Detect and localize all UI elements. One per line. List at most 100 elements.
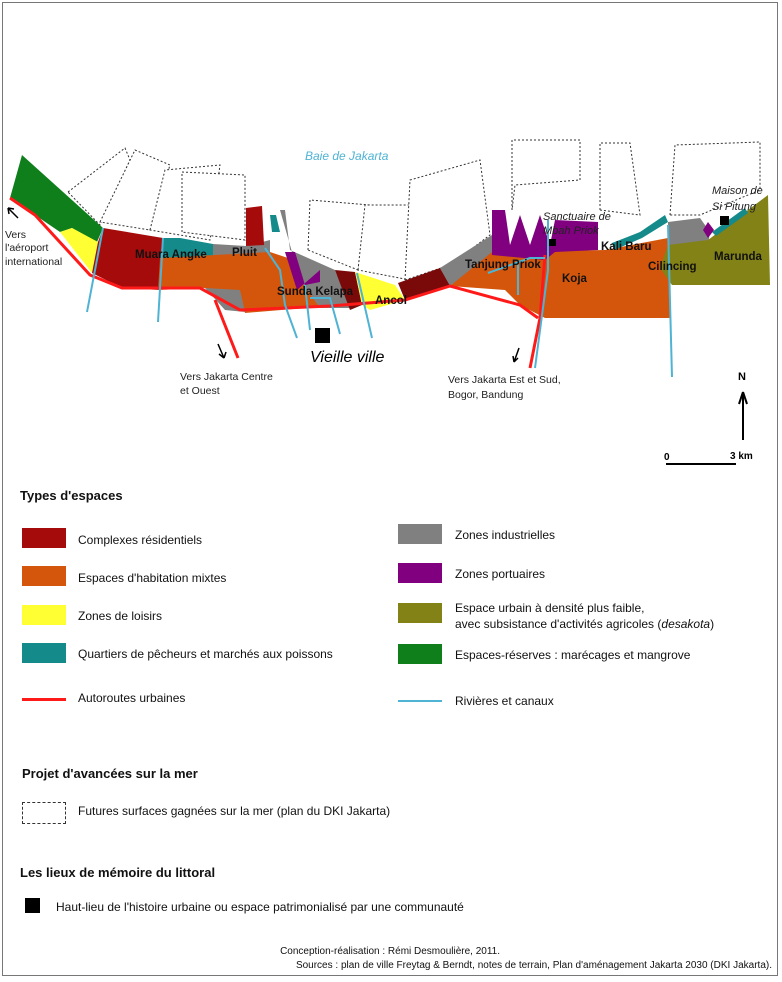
place-ancol: Ancol [375,295,407,307]
land-use-zones [10,155,770,318]
legend-port: Zones portuaires [455,567,546,581]
legend-swatch-reclaimed [22,802,66,824]
river-10 [667,224,673,378]
zone-fishing-muara [160,238,213,258]
legend-reserve: Espaces-réserves : marécages et mangrove [455,648,691,662]
heritage-marker-mbah-priok [549,239,556,246]
legend-heritage: Haut-lieu de l'histoire urbaine ou espac… [56,900,464,914]
reclaim-10 [669,141,761,216]
zone-port-priok [492,210,598,260]
zone-industrial-strip [280,210,350,308]
direction-arrows [7,207,748,465]
river-6 [356,272,373,339]
scale-end: 3 km [730,451,753,462]
landmark-si-pitung-line1: Maison de [712,185,763,197]
map: Baie de Jakarta Muara Angke Pluit Sunda … [5,139,770,465]
legend-swatch-residential [22,528,66,548]
legend-mixed: Espaces d'habitation mixtes [78,571,227,585]
reclaim-5 [307,199,371,271]
legend-fishing: Quartiers de pêcheurs et marchés aux poi… [78,647,333,661]
old-town-label: Vieille ville [310,349,385,366]
legend-swatch-industrial [398,524,442,544]
zone-industrial-east [668,218,710,245]
zone-leisure-west [60,228,98,273]
legend-swatch-mixed [22,566,66,586]
place-kali-baru: Kali Baru [601,241,652,253]
reclaim-8 [511,139,581,211]
heritage-marker-si-pitung [720,216,729,225]
place-cilincing: Cilincing [648,261,697,273]
legend-industrial: Zones industrielles [455,528,556,542]
zone-reserve [10,155,103,242]
landmark-mbah-priok-line2: Mbah Priok [543,225,599,237]
legend-residential: Complexes résidentiels [78,533,203,547]
legend-heritage-marker [25,898,40,913]
place-koja: Koja [562,273,588,285]
north-arrow-icon [738,391,748,440]
zone-port-sunda [285,252,320,290]
river-3 [264,247,298,339]
highways [9,196,547,369]
arrow-airport-icon [7,207,19,219]
highway-south-west [213,299,240,359]
legend-memory-title: Les lieux de mémoire du littoral [20,865,216,880]
legend-swatch-reserve [398,644,442,664]
place-tanjung-priok: Tanjung Priok [465,259,541,271]
heritage-marker-old-town [315,328,330,343]
river-2 [157,237,164,323]
legend-swatch-desakota [398,603,442,623]
river-5 [310,297,341,335]
arrow-east-icon [512,347,520,363]
highway-coastal [9,196,539,320]
legend-swatch-port [398,563,442,583]
north-label: N [738,371,746,383]
legend-leisure: Zones de loisirs [78,609,163,623]
rivers [86,220,673,378]
reclaim-9 [599,142,641,216]
zone-fishing-east [612,215,668,250]
legend-river: Rivières et canaux [455,694,554,708]
legend-line-river [398,700,442,702]
river-9 [534,220,549,369]
footer-sources: Sources : plan de ville Freytag & Berndt… [295,960,772,971]
place-sunda-kelapa: Sunda Kelapa [277,286,354,298]
river-7 [487,257,545,274]
legend-swatch-fishing [22,643,66,663]
landmark-mbah-priok-line1: Sanctuaire de [543,211,611,223]
zone-residential-pluit [246,206,264,246]
legend-swatch-leisure [22,605,66,625]
zone-desakota [660,195,770,285]
reclaim-2 [99,149,171,231]
place-marunda: Marunda [714,251,763,263]
river-1 [86,227,104,313]
zone-residential-muara [92,228,163,290]
legend-project-title: Projet d'avancées sur la mer [22,766,198,781]
place-pluit: Pluit [232,247,257,259]
highway-south-east [528,254,547,369]
reclaim-4 [181,171,246,241]
zone-port-marunda [703,222,714,238]
scale-start: 0 [664,452,670,463]
place-muara-angke: Muara Angke [135,249,207,261]
legend-reclaimed: Futures surfaces gagnées sur la mer (pla… [78,804,391,818]
zone-fishing-strip [270,215,280,232]
river-4 [304,284,311,331]
legend-line-highway [22,698,66,701]
legend-highway: Autoroutes urbaines [78,691,186,705]
zone-industrial-priok [440,235,492,286]
reclaimed-land-outlines [67,139,761,281]
place-labels: Muara Angke Pluit Sunda Kelapa Ancol Tan… [135,241,763,307]
landmark-si-pitung-line2: Si Pitung [712,201,757,213]
zone-mixed-east [450,238,670,318]
direction-east-label: Vers Jakarta Est et Sud,Bogor, Bandung [448,374,561,401]
sea-label: Baie de Jakarta [305,149,389,163]
zone-fishing-marunda [712,208,748,236]
zone-mixed-west [158,252,360,313]
arrow-center-icon [217,343,227,359]
